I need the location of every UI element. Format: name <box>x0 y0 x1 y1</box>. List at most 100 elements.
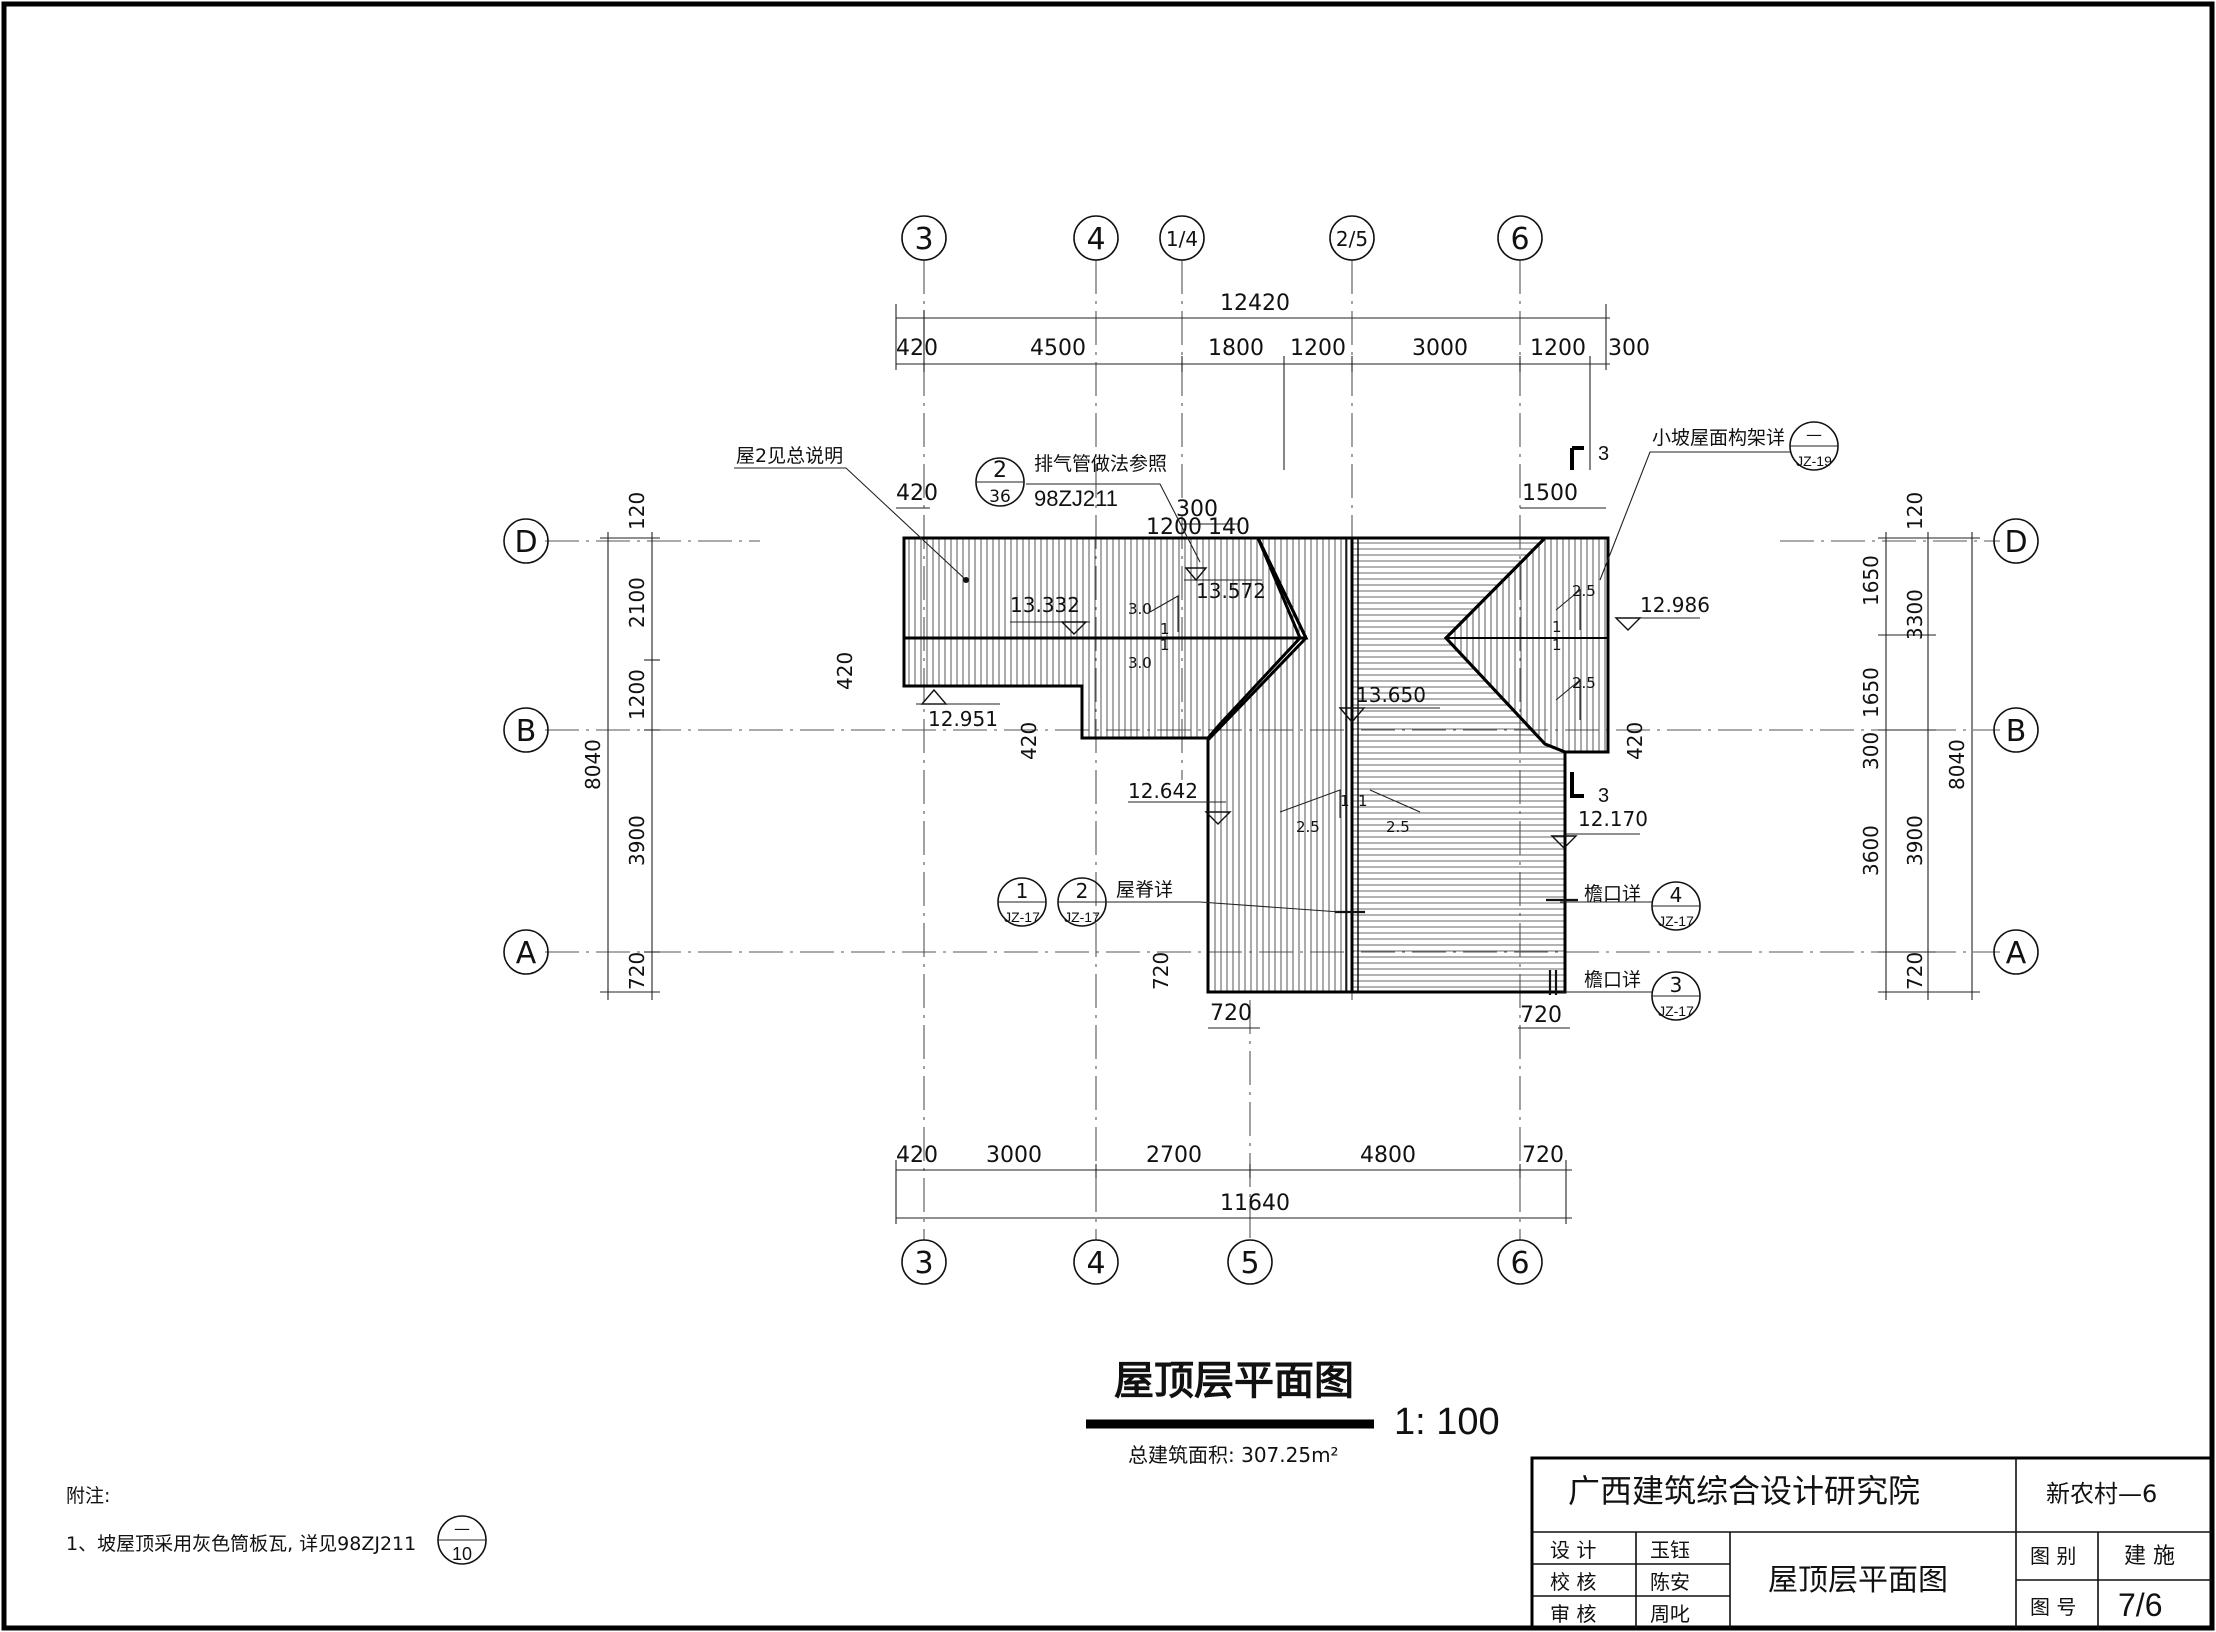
svg-text:6: 6 <box>1510 222 1529 257</box>
grid-bubble-top: 6 <box>1497 215 1543 261</box>
slope-label: 3.0 <box>1128 600 1152 618</box>
svg-text:1: 1 <box>1016 879 1029 903</box>
slope-label: 3.0 <box>1128 654 1152 672</box>
dim-outer: 3300 <box>1903 589 1927 640</box>
dim-total: 8040 <box>1945 739 1969 790</box>
dim-inner: 3600 <box>1859 825 1883 876</box>
svg-text:D: D <box>2004 525 2027 560</box>
dim-outer: 120 <box>1903 492 1927 530</box>
dim-inner: 1650 <box>1859 667 1883 718</box>
drawing-title-text: 屋顶层平面图 <box>1114 1358 1354 1404</box>
drawing-title: 屋顶层平面图 1: 100 总建筑面积: 307.25m² <box>1086 1358 1500 1467</box>
grid-bubble-top: 2/5 <box>1329 215 1375 261</box>
svg-text:3: 3 <box>1670 973 1683 997</box>
svg-text:B: B <box>2006 714 2027 749</box>
dim-segment: 3000 <box>1412 336 1468 361</box>
svg-text:1/4: 1/4 <box>1166 227 1198 251</box>
slope-label: 1 <box>1358 792 1368 810</box>
elevation-marker: 13.332 <box>1010 593 1090 635</box>
ridge-ref-2: 2 JZ-17 <box>1057 877 1107 927</box>
grid-bubble-left: B <box>503 707 549 753</box>
top-dimensions: 12420 420 4500 1800 1200 3000 1200 300 4… <box>895 291 1650 540</box>
category-label: 图 别 <box>2030 1544 2076 1568</box>
dim-segment: 300 <box>1608 336 1650 361</box>
bottom-dimensions: 11640 420 3000 2700 4800 720 720 720 <box>895 1001 1572 1224</box>
grid-bubbles: 3 4 1/4 2/5 6 3 4 5 6 D B A D B A <box>503 215 2039 1285</box>
review-label: 审 核 <box>1550 1602 1596 1626</box>
elevation-marker: 13.572 <box>1184 567 1266 603</box>
elevation-label: 12.951 <box>928 707 998 731</box>
section-number: 3 <box>1598 785 1609 807</box>
grid-bubble-bottom: 4 <box>1073 1239 1119 1285</box>
elevation-marker: 12.986 <box>1614 593 1710 631</box>
category-value: 建 施 <box>2124 1544 2175 1569</box>
dim-segment: 720 <box>1522 1143 1564 1168</box>
dim-extra: 420 <box>896 481 938 506</box>
svg-text:6: 6 <box>1510 1246 1529 1281</box>
notes-header: 附注: <box>66 1485 110 1507</box>
dim-extra: 1500 <box>1522 481 1578 506</box>
notes-item-1: 1、坡屋顶采用灰色筒板瓦, 详见98ZJ211 <box>66 1533 416 1555</box>
svg-text:JZ-17: JZ-17 <box>1004 909 1040 925</box>
svg-text:A: A <box>2006 936 2027 971</box>
elevation-label: 13.572 <box>1196 579 1266 603</box>
eave-ref-2: 3 JZ-17 <box>1651 971 1701 1021</box>
dim-total: 8040 <box>581 739 605 790</box>
svg-text:3: 3 <box>914 1246 933 1281</box>
project-name: 新农村—6 <box>2046 1480 2157 1508</box>
eave-label-2: 檐口详 <box>1584 969 1641 991</box>
slope-label: 1 <box>1340 792 1350 810</box>
svg-text:2/5: 2/5 <box>1336 227 1368 251</box>
dim-segment: 1200 <box>1290 336 1346 361</box>
dim-extra: 300 <box>1176 497 1218 522</box>
svg-text:5: 5 <box>1240 1246 1259 1281</box>
elevation-label: 13.332 <box>1010 593 1080 617</box>
elevation-label: 12.986 <box>1640 593 1710 617</box>
slope-label: 2.5 <box>1386 818 1410 836</box>
svg-text:4: 4 <box>1086 222 1105 257</box>
drawing-scale: 1: 100 <box>1394 1401 1500 1443</box>
slope-label: 2.5 <box>1296 818 1320 836</box>
roof-plan <box>902 536 1610 995</box>
dim-total: 11640 <box>1220 1191 1290 1216</box>
elevation-marker: 12.951 <box>916 688 1000 731</box>
roof-note-label: 屋2见总说明 <box>736 445 843 467</box>
building-area: 总建筑面积: 307.25m² <box>1128 1443 1339 1467</box>
small-roof-ref-page: JZ-19 <box>1796 453 1832 469</box>
grid-bubble-bottom: 6 <box>1497 1239 1543 1285</box>
review-name: 周叱 <box>1650 1602 1690 1626</box>
grid-bubble-right: B <box>1993 707 2039 753</box>
vent-std-label: 98ZJ211 <box>1034 486 1118 511</box>
dim-segment: 1800 <box>1208 336 1264 361</box>
grid-bubble-left: A <box>503 929 549 975</box>
notes: 附注: 1、坡屋顶采用灰色筒板瓦, 详见98ZJ211 — 10 <box>66 1485 487 1565</box>
dim-inner: 300 <box>1859 732 1883 770</box>
slope-labels: 3.0 3.0 1 1 2.5 2.5 2.5 2.5 1 1 1 1 <box>1128 582 1596 836</box>
grid-bubble-top: 1/4 <box>1159 215 1205 261</box>
vent-pipe-label: 排气管做法参照 <box>1034 453 1167 475</box>
institute-name: 广西建筑综合设计研究院 <box>1568 1472 1920 1510</box>
dim-extra: 420 <box>1623 722 1647 760</box>
grid-bubble-right: D <box>1993 518 2039 564</box>
ridge-label: 屋脊详 <box>1116 879 1173 901</box>
dim-segment: 120 <box>625 492 649 530</box>
grid-bubble-top: 3 <box>901 215 947 261</box>
dim-extra: 420 <box>1017 722 1041 760</box>
elevation-marker: 13.650 <box>1338 683 1440 724</box>
eave-label-1: 檐口详 <box>1584 883 1641 905</box>
number-value: 7/6 <box>2118 1587 2162 1623</box>
dim-segment: 1200 <box>625 669 649 720</box>
slope-label: 1 <box>1160 636 1170 654</box>
grid-bubble-right: A <box>1993 929 2039 975</box>
eave-ref-1: 4 JZ-17 <box>1651 881 1701 931</box>
title-block-drawing-title: 屋顶层平面图 <box>1768 1563 1948 1598</box>
slope-label: 2.5 <box>1572 674 1596 692</box>
dim-segment: 2700 <box>1146 1143 1202 1168</box>
ridge-ref-1: 1 JZ-17 <box>997 877 1047 927</box>
dim-segment: 720 <box>625 952 649 990</box>
svg-text:D: D <box>514 525 537 560</box>
dim-segment: 3900 <box>625 815 649 866</box>
svg-text:4: 4 <box>1086 1246 1105 1281</box>
